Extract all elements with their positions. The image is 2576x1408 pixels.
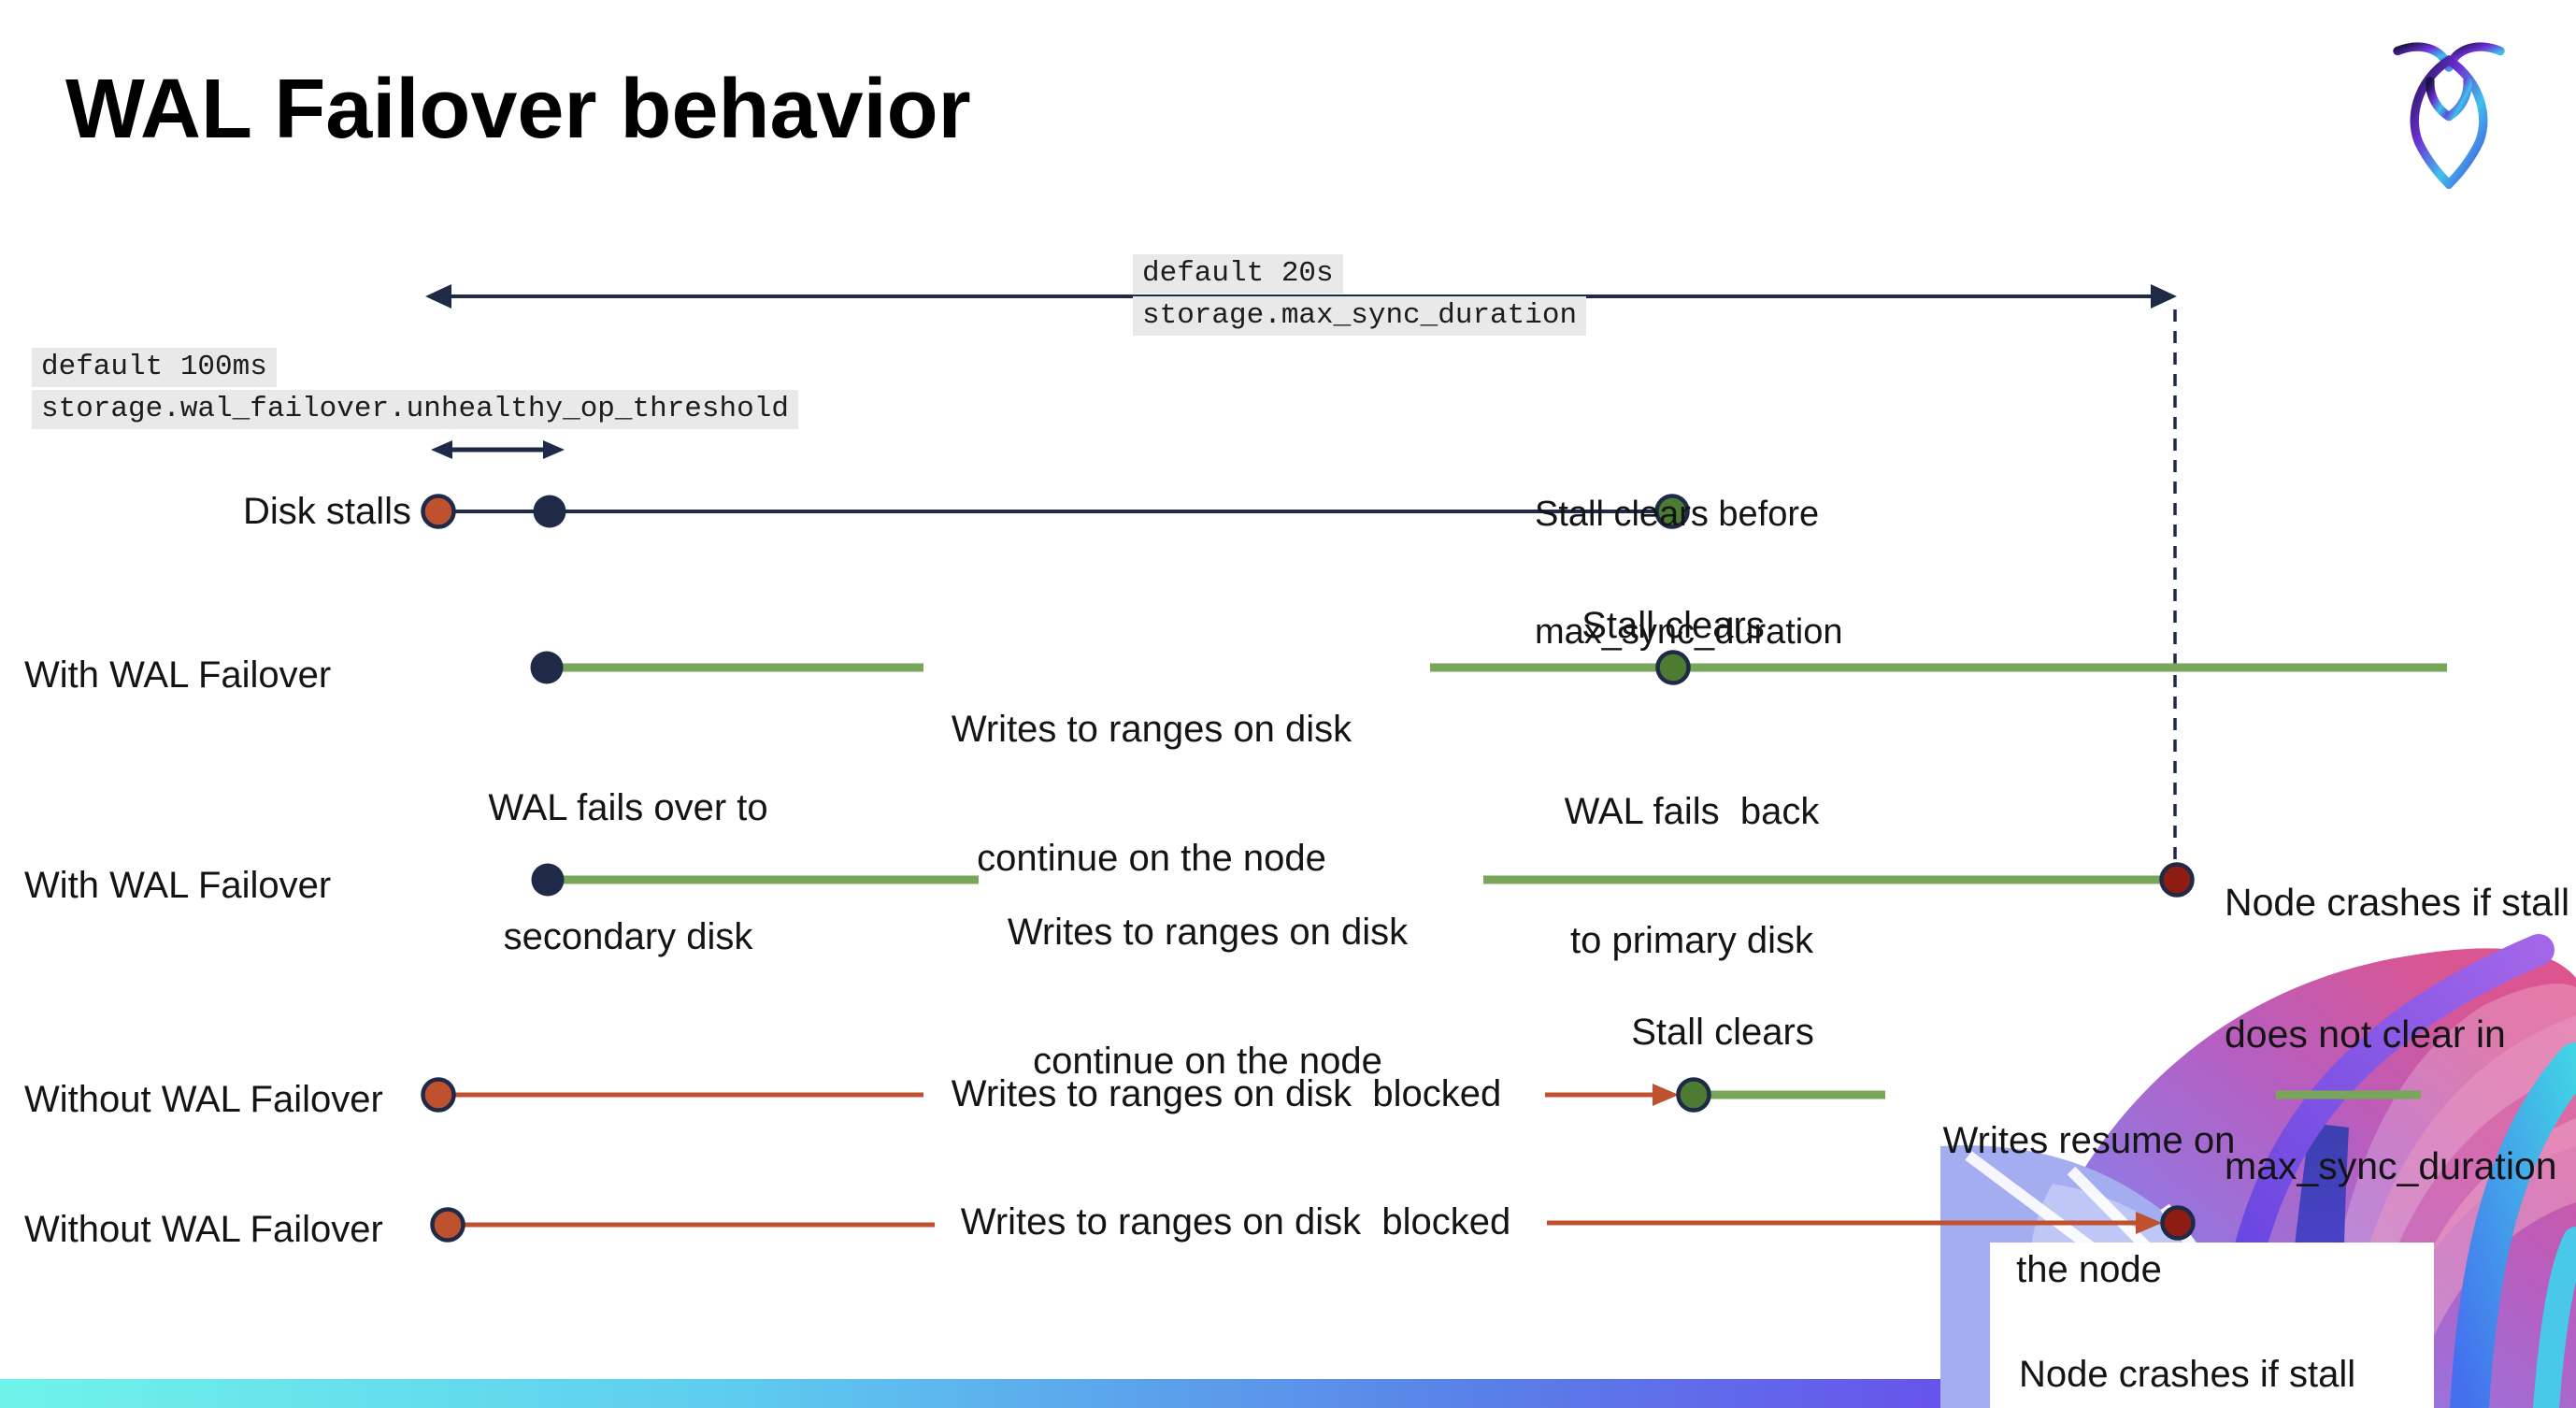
arrowhead-left-icon xyxy=(425,284,451,309)
stall-clears-dot xyxy=(1676,1077,1711,1113)
crash-note-box xyxy=(1990,1243,2434,1408)
failover-dot xyxy=(531,863,565,897)
arrowhead-left-icon xyxy=(431,440,452,459)
setting-default-value: default 20s xyxy=(1133,254,1343,294)
cockroachdb-logo-icon xyxy=(2393,42,2505,189)
annotation-line: Node crashes if stall xyxy=(2225,881,2570,924)
annotation-line: Writes to ranges on disk xyxy=(951,709,1352,750)
row-label-without-wal-failover-1: Without WAL Failover xyxy=(24,1079,383,1120)
annotation-stall-clears-2: Stall clears xyxy=(1631,1012,1814,1053)
cockroachdb-logo xyxy=(2389,39,2509,189)
annotation-writes-blocked-1: Writes to ranges on disk blocked xyxy=(951,1073,1502,1114)
annotation-line: max_sync_duration xyxy=(1535,612,1843,652)
annotation-line: continue on the node xyxy=(1033,1041,1382,1082)
max-sync-duration-setting: default 20s storage.max_sync_duration xyxy=(1133,254,1587,336)
node-crash-dot xyxy=(2160,1205,2196,1241)
node-crash-dot xyxy=(2159,862,2195,898)
annotation-line: secondary disk xyxy=(503,916,753,957)
annotation-node-crashes-1: Node crashes if stall does not clear in … xyxy=(2225,793,2576,1276)
annotation-writes-continue-2: Writes to ranges on disk continue on the… xyxy=(974,825,1441,1169)
annotation-wal-fails-back: WAL fails back to primary disk xyxy=(1505,704,1879,1048)
annotation-line: Node crashes if stall xyxy=(2019,1354,2356,1395)
arrowhead-right-icon xyxy=(543,440,565,459)
annotation-line: does not clear in xyxy=(2225,1013,2506,1056)
annotation-line: the node xyxy=(2016,1249,2162,1290)
annotation-line: WAL fails over to xyxy=(488,787,768,828)
annotation-stall-clears-before: Stall clears before max_sync_duration xyxy=(1535,416,1843,730)
failover-dot xyxy=(530,651,564,684)
red-arrowhead-icon xyxy=(2136,1212,2162,1234)
row-label-with-wal-failover-1: With WAL Failover xyxy=(24,654,332,696)
annotation-line: to primary disk xyxy=(1569,920,1814,961)
annotation-line: Stall clears before xyxy=(1535,495,1820,534)
row-label-with-wal-failover-2: With WAL Failover xyxy=(24,865,332,906)
annotation-line: Writes to ranges on disk xyxy=(1007,912,1409,953)
row-label-without-wal-failover-2: Without WAL Failover xyxy=(24,1209,383,1250)
setting-name: storage.wal_failover.unhealthy_op_thresh… xyxy=(32,390,798,429)
stall-clears-dot xyxy=(1655,650,1691,685)
annotation-wal-fails-over: WAL fails over to secondary disk xyxy=(441,700,815,1044)
annotation-writes-blocked-2: Writes to ranges on disk blocked xyxy=(960,1201,1511,1243)
red-arrowhead-icon xyxy=(1653,1084,1679,1106)
setting-name: storage.max_sync_duration xyxy=(1133,296,1587,336)
annotation-writes-continue-1: Writes to ranges on disk continue on the… xyxy=(918,622,1385,966)
annotation-stall-clears-1: Stall clears xyxy=(1581,605,1765,646)
annotation-node-crashes-2: Node crashes if stall does not clear in … xyxy=(2019,1267,2411,1408)
annotation-line: WAL fails back xyxy=(1564,791,1820,832)
annotation-line: continue on the node xyxy=(977,838,1326,879)
unhealthy-op-threshold-setting: default 100ms storage.wal_failover.unhea… xyxy=(32,348,798,429)
annotation-writes-resume: Writes resume on the node xyxy=(1902,1033,2276,1377)
setting-default-value: default 100ms xyxy=(32,348,277,387)
annotation-line: max_sync_duration xyxy=(2225,1144,2557,1187)
disk-stall-start-dot xyxy=(421,1077,456,1113)
arrowhead-right-icon xyxy=(2151,284,2177,309)
stall-clears-dot xyxy=(1654,494,1690,529)
page-title: WAL Failover behavior xyxy=(65,63,971,156)
disk-stall-start-dot xyxy=(430,1207,465,1243)
threshold-dot xyxy=(533,495,566,528)
row-label-disk-stalls: Disk stalls xyxy=(242,491,411,532)
annotation-line: Writes resume on xyxy=(1942,1120,2236,1161)
disk-stall-start-dot xyxy=(421,494,456,529)
